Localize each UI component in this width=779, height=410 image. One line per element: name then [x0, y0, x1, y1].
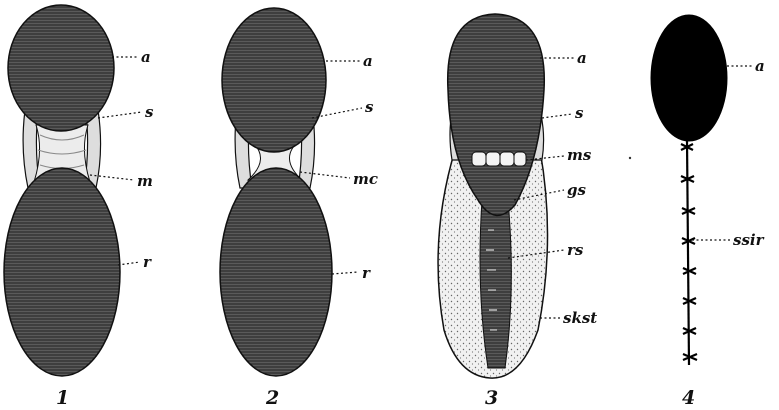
figure-2-label-r: r — [362, 264, 371, 282]
figure-2: a s mc r 2 — [220, 8, 378, 409]
figure-3-label-ms: ms — [567, 146, 592, 164]
figure-3-number: 3 — [485, 387, 498, 409]
figure-4-label-ssir: ssir — [733, 231, 765, 249]
figure-2-lower-body — [220, 168, 332, 376]
figure-1-lower-body — [4, 168, 120, 376]
figure-4: a ssir 4 — [629, 15, 765, 409]
figure-2-label-s: s — [365, 98, 374, 116]
figure-3-segments — [472, 152, 526, 166]
figure-4-solid-body — [651, 15, 727, 141]
figure-3-leader-s — [542, 114, 572, 118]
figure-3-label-rs: rs — [567, 241, 584, 259]
figure-3: a s ms gs rs skst 3 — [438, 14, 597, 409]
figure-1: a s m r 1 — [4, 5, 154, 409]
figure-2-number: 2 — [265, 387, 279, 409]
figure-3-central-column — [480, 200, 511, 368]
stray-dot — [629, 157, 631, 159]
figure-4-label-a: a — [755, 57, 765, 75]
figure-2-label-mc: mc — [353, 170, 378, 188]
figure-4-number: 4 — [682, 387, 695, 409]
figure-1-label-a: a — [141, 48, 151, 66]
figure-2-upper-body — [222, 8, 326, 152]
figure-1-label-m: m — [137, 172, 153, 190]
figure-1-label-r: r — [143, 253, 152, 271]
figure-1-upper-body — [8, 5, 114, 131]
figure-1-number: 1 — [56, 387, 69, 409]
figure-1-leader-r — [118, 262, 140, 265]
figure-3-label-a: a — [577, 49, 587, 67]
figure-3-label-skst: skst — [563, 309, 597, 327]
figure-1-leader-s — [98, 112, 142, 118]
figure-2-label-a: a — [363, 52, 373, 70]
figure-2-leader-r — [332, 272, 358, 274]
figure-3-label-s: s — [575, 104, 584, 122]
figure-1-label-s: s — [145, 103, 154, 121]
figure-3-label-gs: gs — [567, 181, 586, 199]
